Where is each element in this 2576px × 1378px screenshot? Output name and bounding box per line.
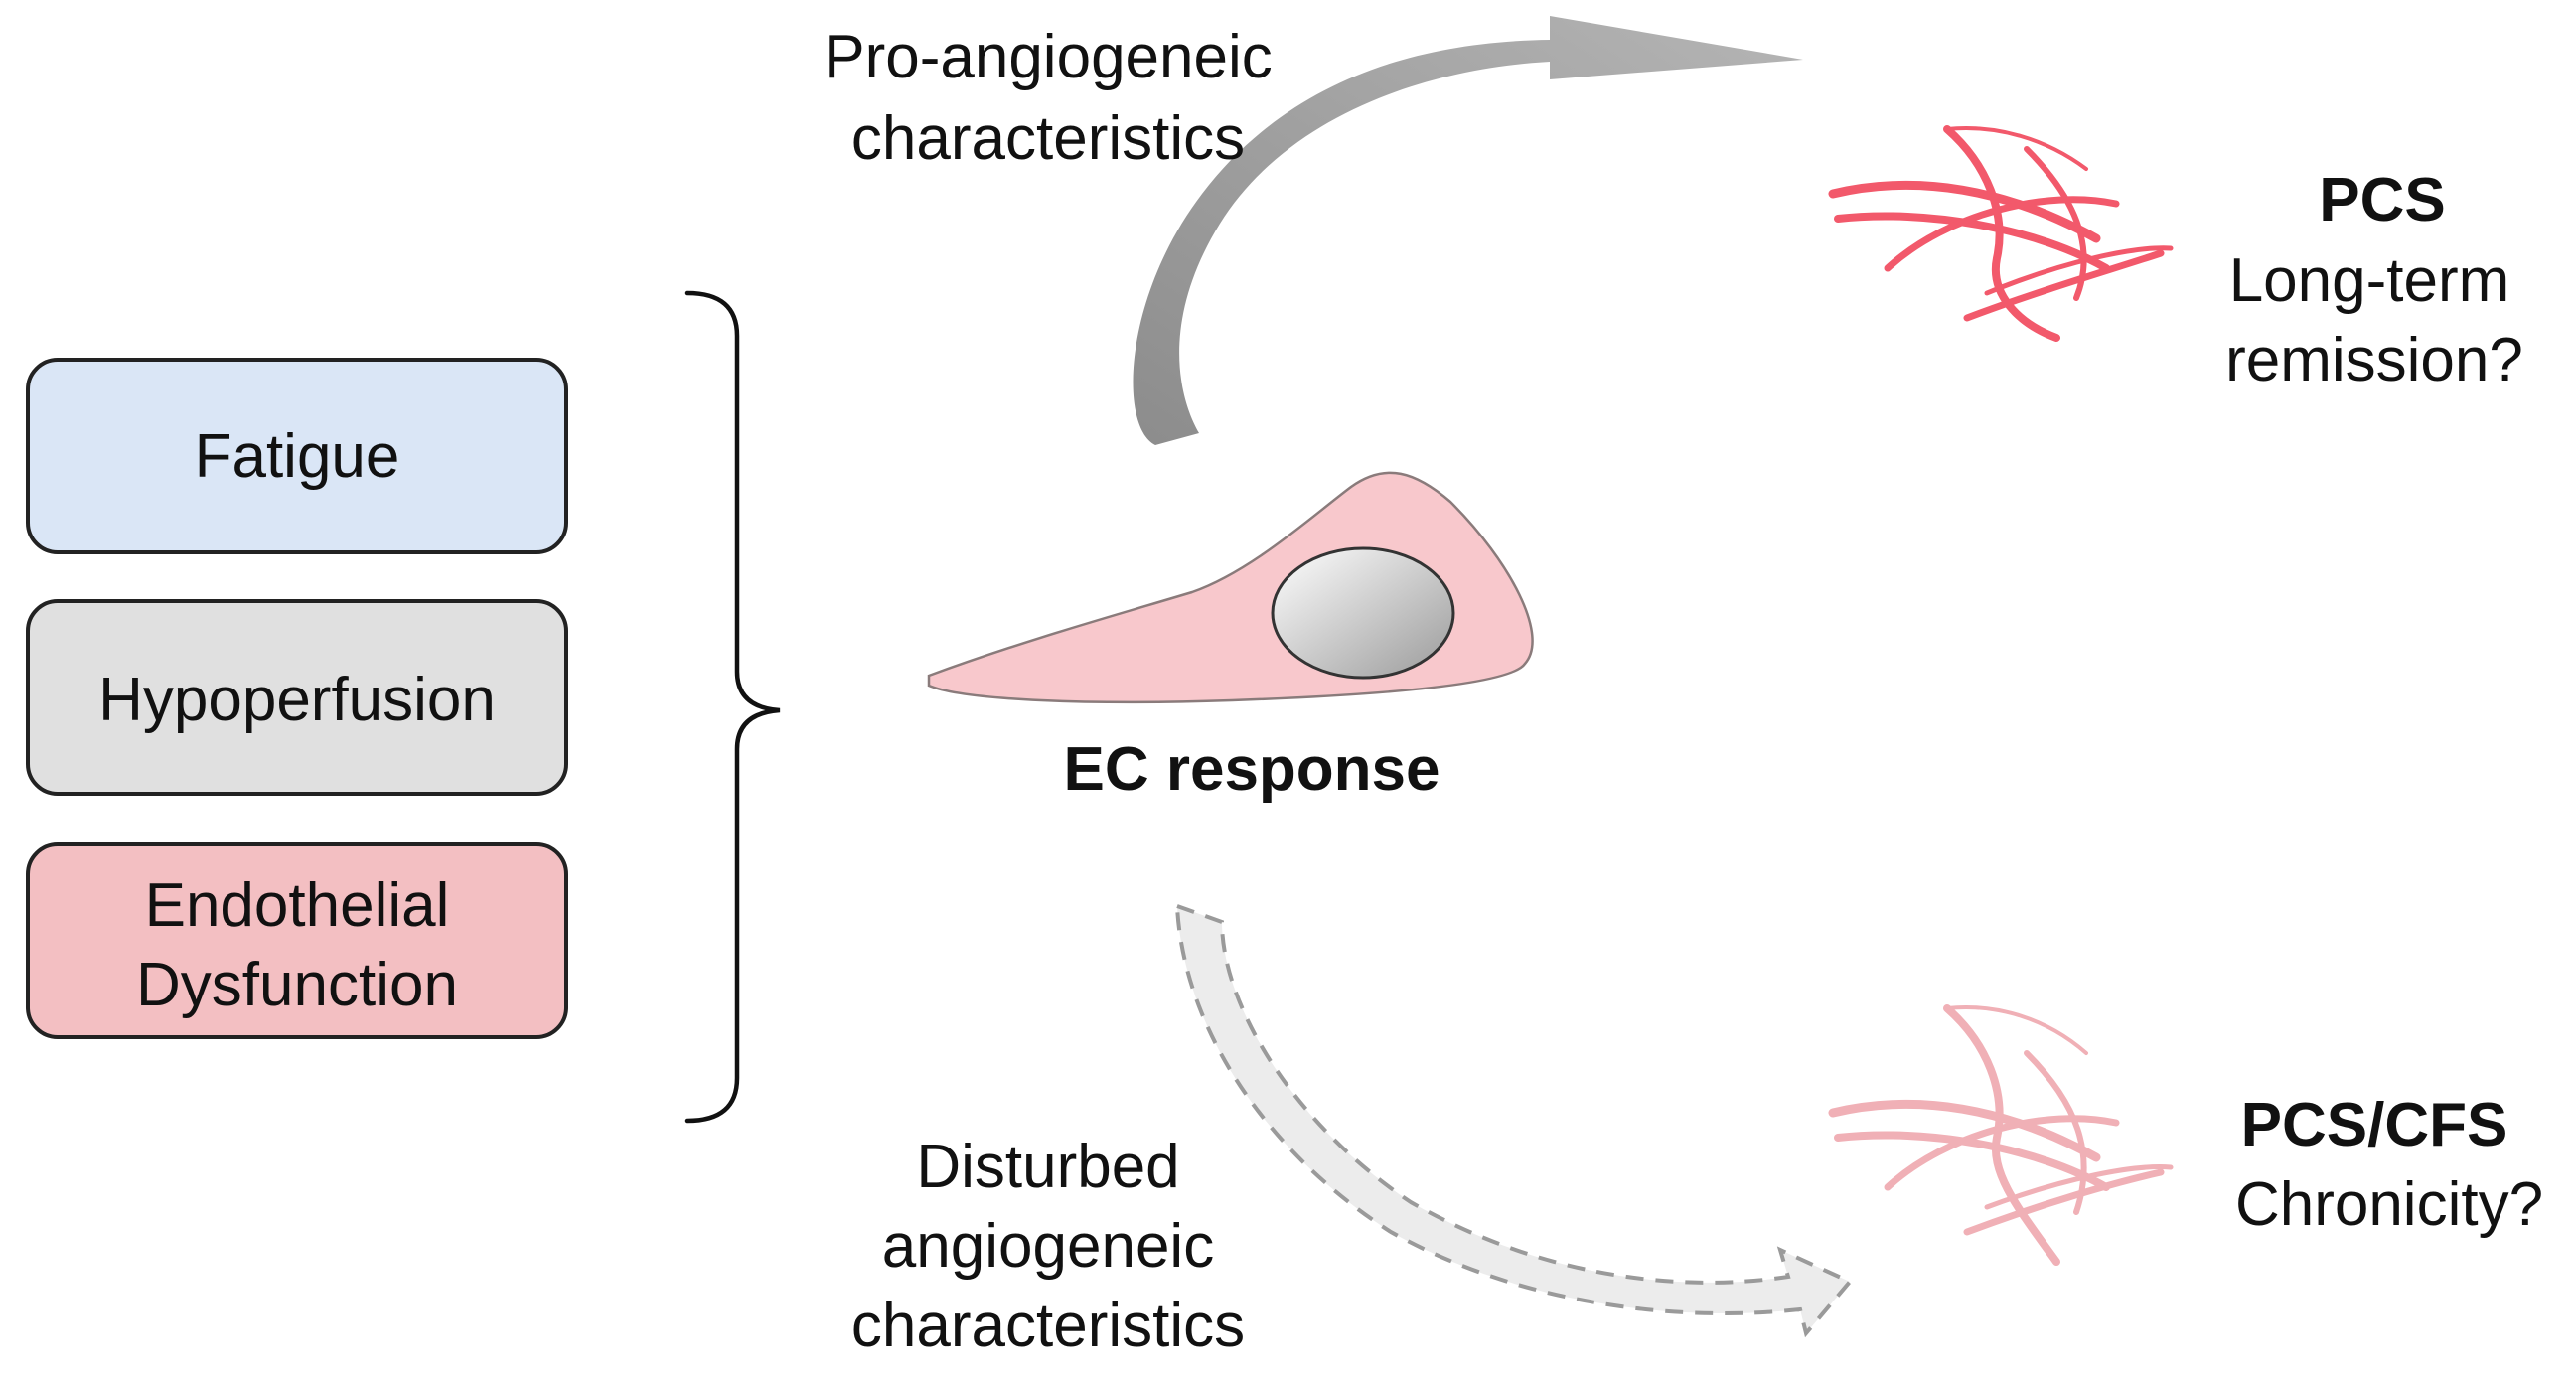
vessel-network-bottom — [1828, 1004, 2174, 1266]
grouping-brace — [684, 290, 781, 1124]
symptom-box-hypoperfusion: Hypoperfusion — [26, 599, 568, 796]
outcome-pcs-cfs-title: PCS/CFS — [2241, 1091, 2508, 1159]
pro-angiogenic-arrow — [1133, 16, 1803, 445]
disturbed-label-line1: Disturbed — [916, 1133, 1179, 1201]
outcome-pcs-title: PCS — [2319, 166, 2445, 234]
symptom-box-endothelial-dysfunction: Endothelial Dysfunction — [26, 842, 568, 1039]
symptom-box-fatigue: Fatigue — [26, 358, 568, 554]
outcome-pcs-cfs-line1: Chronicity? — [2235, 1170, 2543, 1239]
disturbed-angiogenic-arrow — [1174, 903, 1854, 1338]
disturbed-label-line2: angiogeneic — [882, 1212, 1214, 1281]
pro-angiogenic-label-line2: characteristics — [851, 104, 1245, 173]
cell-nucleus — [1271, 546, 1455, 680]
disturbed-label-line3: characteristics — [851, 1292, 1245, 1360]
endothelial-label-line1: Endothelial — [145, 871, 450, 940]
hypoperfusion-label: Hypoperfusion — [98, 666, 496, 734]
endothelial-cell — [927, 471, 1534, 704]
fatigue-label: Fatigue — [195, 422, 400, 491]
vessel-network-top — [1828, 125, 2174, 342]
ec-response-label: EC response — [1063, 735, 1440, 804]
outcome-pcs-line1: Long-term — [2229, 246, 2510, 315]
outcome-pcs-line2: remission? — [2225, 326, 2523, 394]
endothelial-label-line2: Dysfunction — [136, 951, 458, 1019]
pro-angiogenic-label-line1: Pro-angiogeneic — [824, 23, 1273, 91]
